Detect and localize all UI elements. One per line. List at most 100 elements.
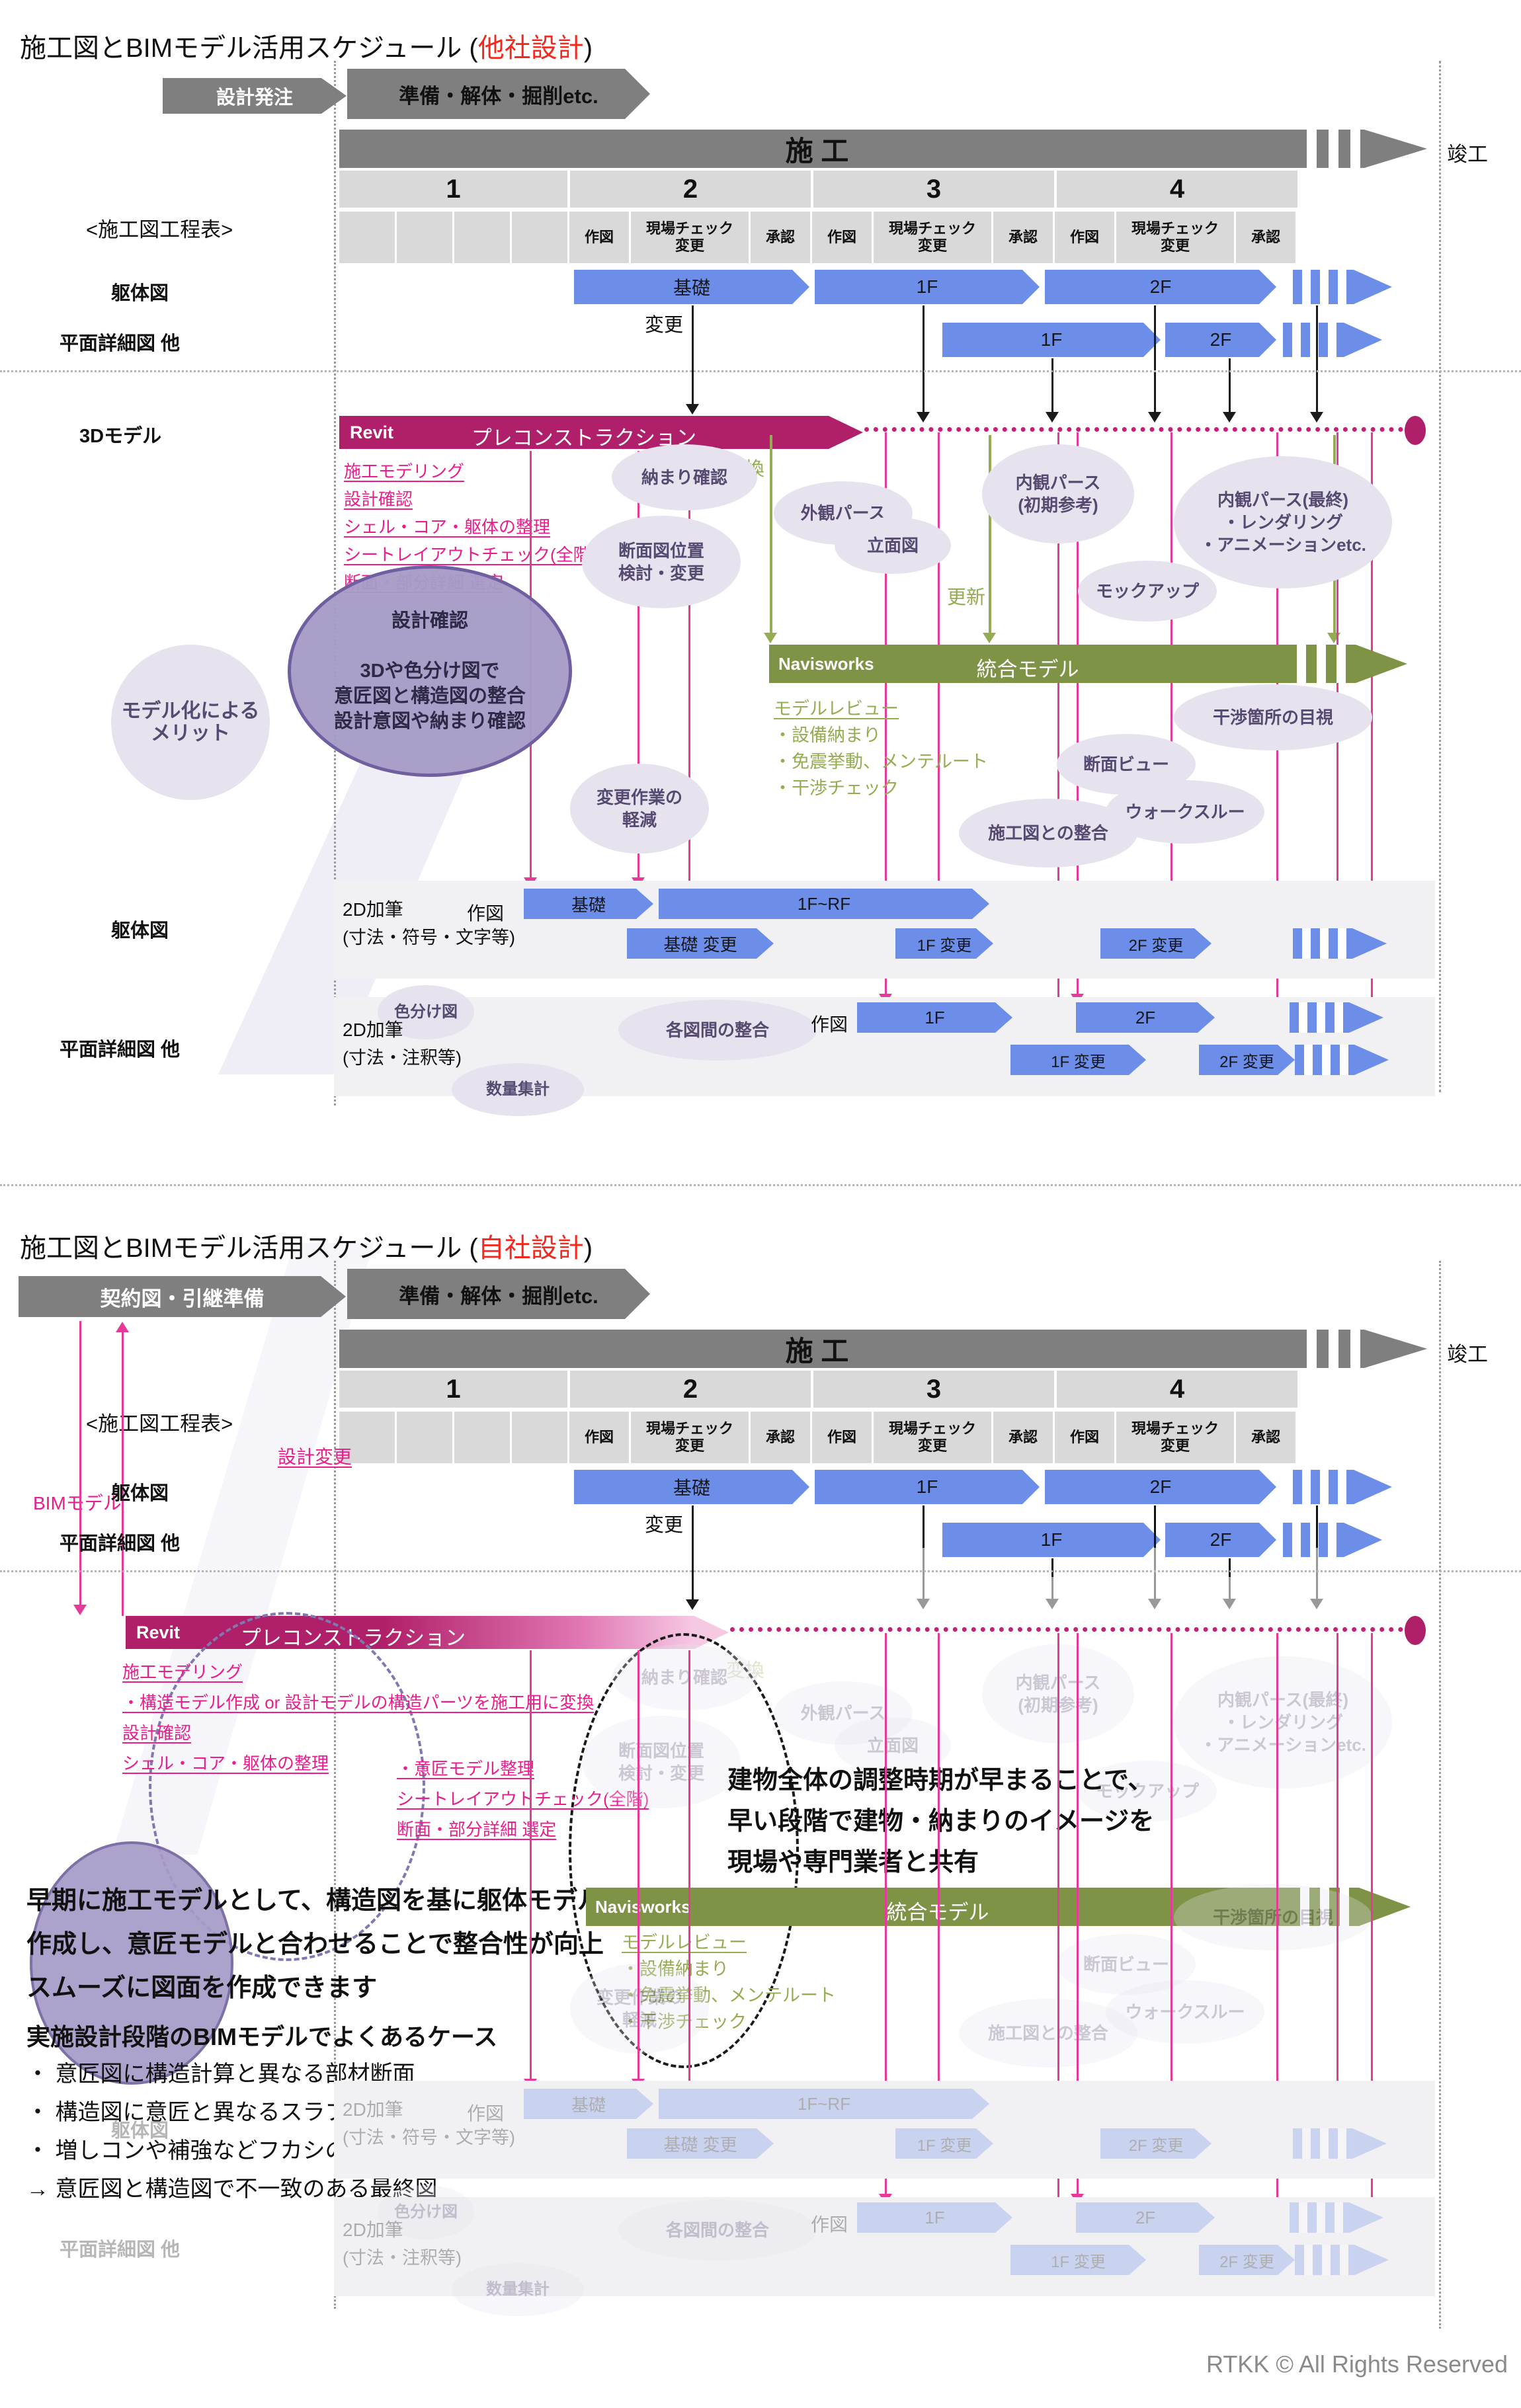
band2-2d-sub: (寸法・注釈等) bbox=[343, 2248, 462, 2268]
band2-hatch-b-tip bbox=[1354, 2245, 1389, 2275]
band1-row-label: 躯体図 bbox=[111, 920, 169, 942]
gantt-hatch bbox=[1293, 270, 1354, 304]
construction-bar: 施 工 bbox=[339, 1330, 1295, 1368]
connector-down-fade bbox=[1046, 1558, 1059, 1609]
revit-label: Revit bbox=[136, 1623, 181, 1642]
ellipse-osamari: 納まり確認 bbox=[612, 1644, 757, 1710]
schedule-quarter-row: 1 2 3 4 bbox=[339, 171, 1297, 208]
subcell: 承認 bbox=[1236, 212, 1295, 263]
table-label: <施工図工程表> bbox=[86, 1412, 233, 1435]
band2-1f-henkou: 1F 変更 bbox=[1010, 2245, 1146, 2275]
change-label: 変更 bbox=[645, 315, 684, 336]
connector-pink bbox=[682, 1650, 696, 2129]
ellipse-kakuzukan: 各図間の整合 bbox=[618, 1000, 817, 1061]
band1-1frf: 1F~RF bbox=[659, 2089, 989, 2119]
connector-green-convert bbox=[764, 435, 777, 643]
connector-pink bbox=[932, 1633, 945, 2129]
subcell: 現場チェック 変更 bbox=[631, 1412, 749, 1463]
revit-dotted-line bbox=[864, 427, 1403, 432]
update-label: 更新 bbox=[947, 587, 986, 608]
subcell bbox=[512, 212, 567, 263]
ellipse-kansho: 干渉箇所の目視 bbox=[1174, 684, 1372, 750]
title-tag: 他社設計 bbox=[477, 34, 584, 63]
gantt-2f: 2F bbox=[1045, 270, 1276, 304]
connector-pink bbox=[1165, 1633, 1178, 2129]
review-item: ・設備納まり bbox=[622, 1959, 729, 1979]
navisworks-tip bbox=[1359, 1888, 1411, 1926]
note-share: 建物全体の調整時期が早まることで、 早い段階で建物・納まりのイメージを 現場や専… bbox=[727, 1767, 1155, 1876]
quarter-2: 2 bbox=[570, 171, 811, 208]
gantt-1f: 1F bbox=[815, 270, 1040, 304]
change-label: 変更 bbox=[645, 1515, 684, 1536]
ellipse-danmen-ichi: 断面図位置 検討・変更 bbox=[582, 516, 741, 608]
revit-line-endpoint bbox=[1405, 1616, 1426, 1645]
note-early: 早期に施工モデルとして、構造図を基に躯体モデルを 作成し、意匠モデルと合わせるこ… bbox=[26, 1887, 628, 2002]
link-item: シートレイアウトチェック(全階) bbox=[344, 545, 596, 565]
revit-bar-tip bbox=[829, 416, 863, 449]
subcell: 作図 bbox=[812, 212, 872, 263]
gantt-plan-hatch bbox=[1283, 323, 1344, 357]
subcell bbox=[397, 212, 452, 263]
band2-2d-label: 2D加筆 bbox=[343, 1020, 403, 1040]
gantt-plan-1f: 1F bbox=[942, 323, 1161, 357]
gantt-plan-2f: 2F bbox=[1165, 323, 1276, 357]
link-item: 設計確認 bbox=[344, 489, 413, 509]
band2-sakuzu-label: 作図 bbox=[811, 2214, 848, 2235]
grid-line-right bbox=[1439, 1261, 1441, 2329]
quarter-4: 4 bbox=[1057, 171, 1297, 208]
subcell: 承認 bbox=[751, 1412, 810, 1463]
gantt-plan-hatch bbox=[1283, 1523, 1344, 1557]
revit-line-endpoint bbox=[1405, 416, 1426, 445]
design-change-label: 設計変更 bbox=[278, 1447, 352, 1467]
link-item: シートレイアウトチェック(全階) bbox=[397, 1789, 649, 1809]
band1-hatch bbox=[1293, 2128, 1352, 2159]
band2-1f: 1F bbox=[857, 1002, 1012, 1033]
band2-hatch-a-tip bbox=[1349, 1002, 1383, 1033]
footer-copyright: RTKK © All Rights Reserved bbox=[1206, 2350, 1508, 2378]
subcell bbox=[339, 1412, 395, 1463]
precon-label: プレコンストラクション bbox=[471, 426, 697, 450]
table-label: <施工図工程表> bbox=[86, 218, 233, 241]
navisworks-hatch bbox=[1286, 645, 1356, 683]
convert-label: 変換 bbox=[726, 1660, 765, 1681]
ellipse-irowake: 色分け図 bbox=[378, 2185, 474, 2239]
band1-1f-henkou: 1F 変更 bbox=[895, 928, 993, 959]
band2-hatch-a bbox=[1290, 2202, 1349, 2233]
case-item: ・ 増しコンや補強などフカシの有無 bbox=[26, 2138, 393, 2163]
band1-kiso: 基礎 bbox=[524, 2089, 653, 2119]
band2-row-label: 平面詳細図 他 bbox=[60, 1039, 181, 1061]
gantt-hatch-tip bbox=[1354, 1470, 1392, 1504]
merit-ellipse: モデル化による メリット bbox=[111, 645, 270, 800]
row-label-kutai: 躯体図 bbox=[111, 283, 169, 304]
gantt-plan-1f: 1F bbox=[942, 1523, 1161, 1557]
ellipse-danmen-view: 断面ビュー bbox=[1057, 1934, 1196, 1995]
review-item: ・干渉チェック bbox=[774, 778, 899, 798]
connector-down-fade bbox=[1310, 1505, 1323, 1609]
ellipse-keigen: 変更作業の 軽減 bbox=[570, 764, 709, 854]
subcell: 現場チェック 変更 bbox=[874, 212, 991, 263]
connector-pink-down bbox=[73, 1321, 87, 1615]
connector-down bbox=[917, 305, 930, 422]
ellipse-gaikan: 外観パース bbox=[774, 1681, 913, 1745]
construction-bar-hatch bbox=[1295, 1330, 1364, 1368]
grid-line-left bbox=[334, 61, 336, 1105]
connector-pink-up bbox=[116, 1322, 129, 1616]
section2-title: 施工図とBIMモデル活用スケジュール (自社設計) bbox=[20, 1226, 593, 1265]
ellipse-kakuzukan: 各図間の整合 bbox=[618, 2200, 817, 2261]
band1-sakuzu-label: 作図 bbox=[467, 903, 505, 924]
band2-sakuzu-label: 作図 bbox=[811, 1014, 848, 1035]
row-label-3dmodel: 3Dモデル bbox=[79, 426, 162, 447]
subcell bbox=[397, 1412, 452, 1463]
grid-line-right bbox=[1439, 61, 1441, 1092]
title-suffix: ) bbox=[583, 34, 593, 63]
completion-label: 竣工 bbox=[1447, 143, 1488, 166]
band2-hatch-a bbox=[1290, 1002, 1349, 1033]
subcell bbox=[454, 212, 510, 263]
band1-1f-henkou: 1F 変更 bbox=[895, 2128, 993, 2159]
subcell bbox=[512, 1412, 567, 1463]
connector-down bbox=[1046, 358, 1059, 422]
revit-dotted-line bbox=[730, 1627, 1403, 1632]
ellipse-naikan-final: 内観パース(最終) ・レンダリング ・アニメーションetc. bbox=[1174, 1656, 1392, 1788]
band2-1f-henkou: 1F 変更 bbox=[1010, 1045, 1146, 1075]
quarter-4: 4 bbox=[1057, 1371, 1297, 1408]
